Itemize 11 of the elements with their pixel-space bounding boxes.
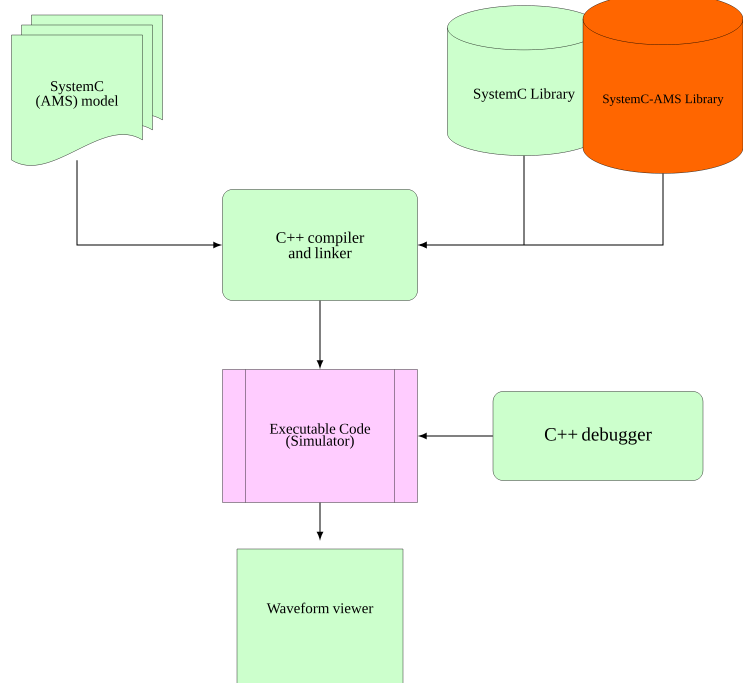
arrow [316, 300, 324, 368]
arrow [419, 173, 664, 248]
process-box: C++ compiler and linker [222, 189, 418, 301]
database-cylinder: SystemC-AMS Library [582, 0, 743, 174]
arrow [419, 432, 494, 440]
arrow [76, 160, 221, 248]
process-box: Waveform viewer [236, 548, 404, 683]
predefined-process-box: Executable Code (Simulator) [222, 369, 418, 503]
arrow [316, 502, 324, 540]
process-box: C++ debugger [492, 391, 704, 481]
document-stack: SystemC (AMS) model [11, 14, 163, 166]
